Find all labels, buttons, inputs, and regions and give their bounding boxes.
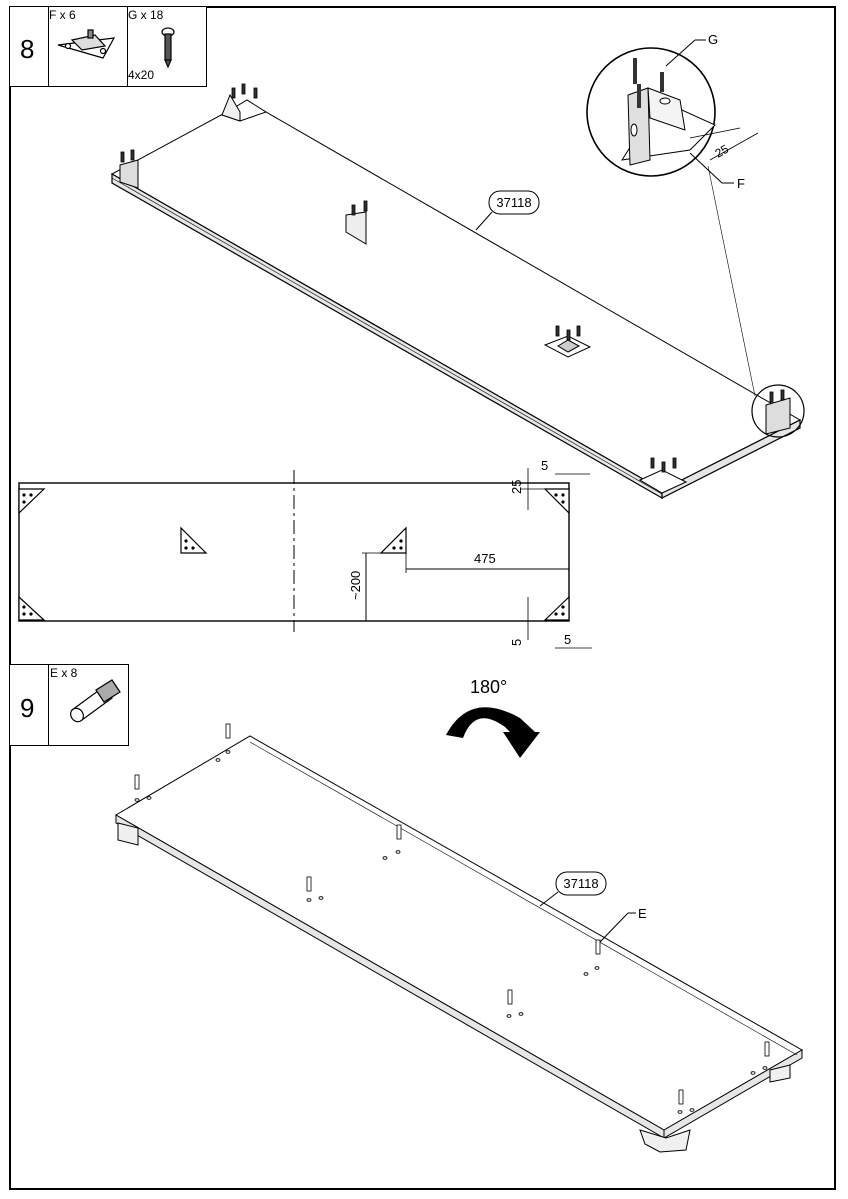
- rotate-180-arrow: 180°: [446, 677, 540, 758]
- rotation-label: 180°: [470, 677, 507, 697]
- plan-view: [18, 468, 592, 649]
- step-9-panel: [115, 735, 804, 1153]
- screws-group: [120, 83, 785, 473]
- step-8-header: [9, 6, 207, 87]
- detail-leader-line: [707, 165, 756, 397]
- label-g-text: G: [708, 32, 718, 47]
- label-e-text: E: [638, 906, 647, 921]
- dim-bottom-horizontal: 5: [564, 632, 571, 647]
- step-8-number: 8: [20, 34, 35, 64]
- detail-dimension: 25: [713, 142, 732, 161]
- dim-top-right-vertical: 25: [509, 480, 524, 494]
- step-9-header: [9, 664, 129, 746]
- label-f-callout: F: [689, 152, 745, 191]
- dim-bottom-vertical: 5: [509, 639, 524, 646]
- part-e-quantity: E x 8: [50, 666, 78, 680]
- label-f-text: F: [737, 176, 745, 191]
- dim-top-right-horizontal: 5: [541, 458, 548, 473]
- panel-label-37118-step9: 37118: [539, 871, 607, 907]
- bracket-front-right: [638, 397, 791, 494]
- plan-dimension-labels: 5 25 475 ~200 5 5: [348, 458, 571, 647]
- detail-small-circle: [751, 384, 805, 438]
- bracket-middle-right: [543, 335, 592, 358]
- part-f-quantity: F x 6: [49, 8, 76, 22]
- triangle-bracket-icon: [57, 29, 116, 59]
- step-9-number: 9: [20, 693, 35, 723]
- panel-label-37118-step8: 37118: [475, 190, 540, 231]
- detail-circle: 25: [586, 47, 759, 177]
- part-g-size: 4x20: [128, 68, 155, 82]
- step-8-panel: [110, 100, 802, 500]
- label-e-callout: E: [599, 906, 647, 943]
- bracket-back-left: [119, 93, 268, 189]
- panel-label-text: 37118: [496, 195, 531, 210]
- dowels-group: [134, 723, 770, 1114]
- panel-label-text-step9: 37118: [563, 876, 598, 891]
- screw-icon: [161, 27, 175, 69]
- label-g-callout: G: [665, 32, 718, 67]
- part-g-quantity: G x 18: [128, 8, 164, 22]
- bracket-middle-left: [345, 211, 367, 245]
- dim-horizontal-475: 475: [474, 551, 496, 566]
- dowel-icon: [70, 679, 121, 723]
- dim-vertical-200: ~200: [348, 571, 363, 600]
- page-frame: [9, 6, 836, 1190]
